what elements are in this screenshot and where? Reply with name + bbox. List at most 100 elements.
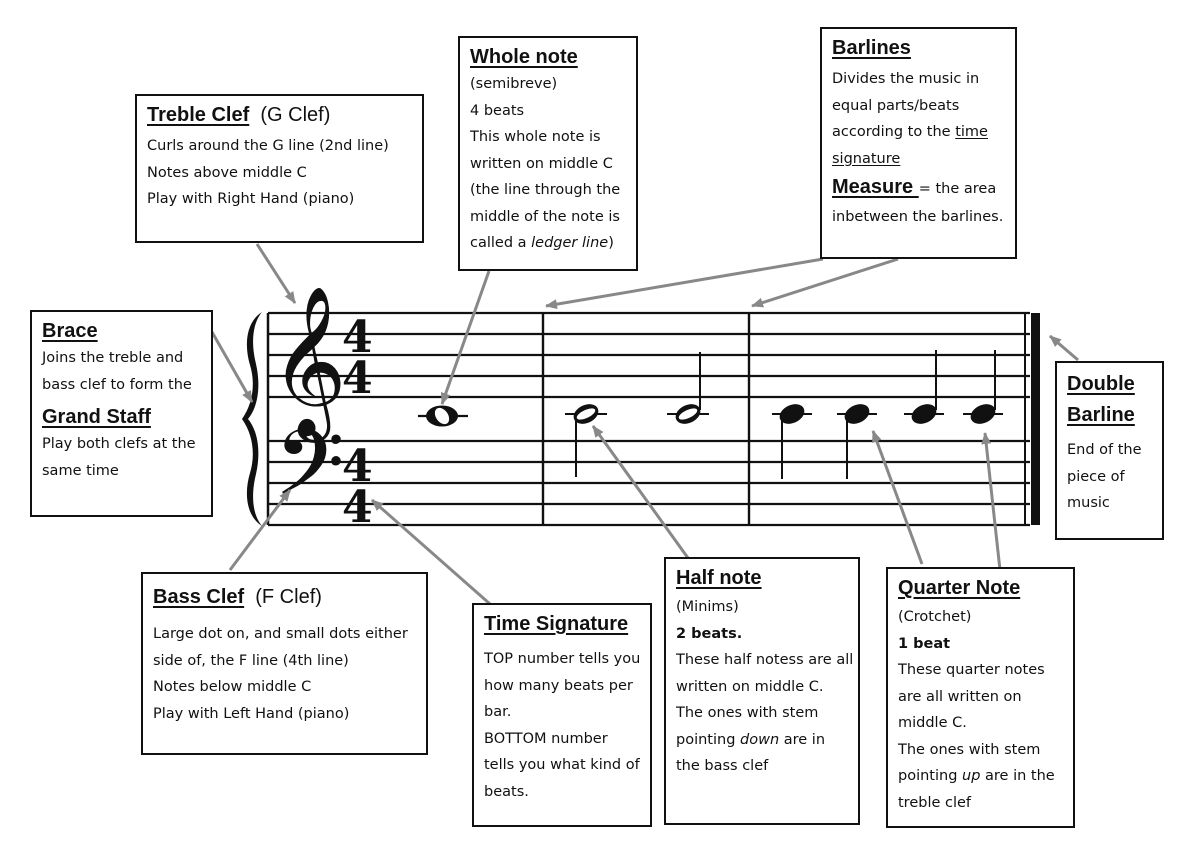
half-note-1 (573, 404, 599, 477)
half-line-2: 2 beats. (676, 625, 743, 642)
arrow-treble-clef (255, 243, 297, 304)
quarter-note-box: Quarter Note (Crotchet) 1 beat These qua… (886, 567, 1075, 828)
whole-line-6: middle of the note is (470, 208, 620, 225)
arrow-whole-note (440, 270, 491, 405)
double-barline-box: Double Barline End of the piece of music (1055, 361, 1164, 540)
quarter-line-6: The ones with stem (898, 741, 1041, 758)
time-line-1: TOP number tells you (484, 651, 641, 667)
barlines-line-6: inbetween the barlines. (832, 209, 1004, 225)
half-line-4: written on middle C. (676, 678, 824, 695)
double-line-1: End of the (1067, 442, 1142, 458)
half-line-3: These half notess are all (676, 652, 854, 668)
double-line-3: music (1067, 495, 1110, 511)
treble-clef-symbol: 𝄞 (270, 284, 347, 443)
barlines-line-3: according to the time (832, 124, 988, 140)
arrow-brace (210, 331, 254, 403)
bass-clef-box: Bass Clef (F Clef) Large dot on, and sma… (141, 572, 428, 755)
barlines-title: Barlines (832, 37, 911, 59)
quarter-note-2 (844, 404, 870, 479)
whole-line-3: This whole note is (470, 129, 601, 145)
arrow-quarter-note-2 (871, 430, 924, 565)
treble-line-1: Curls around the G line (2nd line) (147, 138, 389, 154)
barlines-line-4: signature (832, 150, 901, 167)
half-note-box: Half note (Minims) 2 beats. These half n… (664, 557, 860, 825)
double-title-1: Double (1067, 373, 1135, 395)
whole-line-5: (the line through the (470, 182, 621, 198)
quarter-line-5: middle C. (898, 715, 967, 731)
whole-note (426, 405, 458, 427)
brace-line-2: bass clef to form the (42, 376, 192, 393)
half-note-2 (675, 352, 701, 424)
brace-line-1: Joins the treble and (42, 350, 184, 366)
double-barline-thick (1031, 313, 1040, 525)
barlines-box: Barlines Divides the music in equal part… (820, 27, 1017, 259)
bass-staff-lines (268, 439, 1030, 527)
treble-line-2: Notes above middle C (147, 164, 307, 181)
barlines-line-1: Divides the music in (832, 71, 980, 87)
time-line-6: beats. (484, 783, 529, 800)
treble-staff-lines (268, 311, 1030, 399)
arrow-time-signature (371, 498, 491, 606)
measure-line: Measure = the area (832, 176, 997, 198)
time-signature-title: Time Signature (484, 613, 629, 635)
brace-symbol (242, 312, 262, 526)
treble-clef-subtitle: (G Clef) (260, 104, 331, 126)
quarter-note-title: Quarter Note (898, 577, 1021, 599)
bass-line-1: Large dot on, and small dots either (153, 626, 408, 642)
time-sig-bottom-bass: 4 (342, 482, 373, 533)
time-sig-bottom-treble: 4 (342, 353, 373, 404)
brace-line-3: Play both clefs at the (42, 436, 196, 452)
arrow-barline-1 (545, 257, 824, 310)
quarter-line-8: treble clef (898, 794, 972, 811)
whole-line-2: 4 beats (470, 102, 525, 119)
brace-line-4: same time (42, 462, 119, 479)
quarter-note-3 (911, 350, 937, 424)
barlines-line-2: equal parts/beats (832, 97, 960, 114)
bass-clef-title: Bass Clef (153, 586, 245, 608)
treble-clef-title: Treble Clef (147, 104, 250, 126)
quarter-line-3: These quarter notes (898, 662, 1045, 678)
bass-line-2: side of, the F line (4th line) (153, 652, 349, 669)
bass-clef-subtitle: (F Clef) (255, 586, 322, 608)
arrow-bass-clef (228, 489, 292, 571)
time-line-4: BOTTOM number (484, 730, 608, 747)
half-note-title: Half note (676, 567, 762, 589)
time-line-5: tells you what kind of (484, 757, 640, 773)
time-signature-box: Time Signature TOP number tells you how … (472, 603, 652, 827)
time-line-3: bar. (484, 704, 512, 720)
treble-clef-box: Treble Clef (G Clef) Curls around the G … (135, 94, 424, 243)
half-line-5: The ones with stem (676, 705, 819, 721)
bass-line-4: Play with Left Hand (piano) (153, 705, 350, 722)
quarter-note-4 (970, 350, 996, 424)
grand-staff-title: Grand Staff (42, 406, 151, 428)
treble-line-3: Play with Right Hand (piano) (147, 191, 355, 207)
double-line-2: piece of (1067, 468, 1125, 485)
quarter-line-1: (Crotchet) (898, 609, 972, 625)
brace-box: Brace Joins the treble and bass clef to … (30, 310, 213, 517)
whole-line-1: (semibreve) (470, 76, 558, 92)
time-line-2: how many beats per (484, 677, 633, 694)
arrow-barline-2 (751, 257, 899, 308)
whole-note-box: Whole note (semibreve) 4 beats This whol… (458, 36, 638, 271)
brace-title: Brace (42, 320, 98, 342)
double-title-2: Barline (1067, 404, 1135, 426)
quarter-line-7: pointing up are in the (898, 768, 1055, 784)
time-sig-top-treble: 4 (342, 312, 373, 363)
half-line-1: (Minims) (676, 599, 739, 615)
arrow-quarter-note-4 (981, 432, 1002, 571)
quarter-note-1 (779, 404, 805, 479)
measure-title: Measure (832, 176, 919, 198)
time-sig-top-bass: 4 (342, 441, 373, 492)
whole-line-7: called a ledger line) (470, 235, 614, 251)
arrow-half-note (591, 425, 690, 559)
arrow-double-barline (1049, 334, 1079, 362)
bass-clef-symbol: 𝄢 (274, 410, 345, 538)
quarter-line-2: 1 beat (898, 635, 951, 652)
quarter-line-4: are all written on (898, 688, 1022, 705)
half-line-7: the bass clef (676, 758, 769, 774)
bass-line-3: Notes below middle C (153, 679, 312, 695)
whole-note-title: Whole note (470, 46, 578, 68)
whole-line-4: written on middle C (470, 155, 613, 172)
half-line-6: pointing down are in (676, 731, 826, 748)
